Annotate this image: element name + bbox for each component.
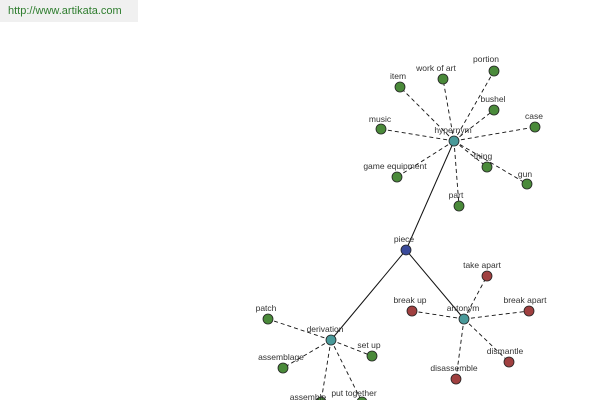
hub-hypernym[interactable]: hypernym	[434, 125, 472, 147]
node-assemblage-dot[interactable]	[277, 362, 289, 374]
node-work-of-art[interactable]: work of art	[415, 63, 456, 85]
edge-hypernym-thing	[453, 140, 488, 168]
node-portion-dot[interactable]	[488, 65, 500, 77]
graph-edges	[267, 70, 536, 400]
node-part-label: part	[449, 190, 464, 200]
node-break-up-dot[interactable]	[406, 305, 418, 317]
node-dismantle[interactable]: dismantle	[487, 346, 524, 368]
node-take-apart-label: take apart	[463, 260, 501, 270]
node-music-dot[interactable]	[375, 123, 387, 135]
edge-hypernym-work-of-art	[442, 78, 455, 142]
hub-antonym-label: antonym	[447, 303, 480, 313]
edge-antonym-take-apart	[463, 275, 488, 320]
node-break-apart-dot[interactable]	[523, 305, 535, 317]
node-assemble[interactable]: assemble	[290, 392, 327, 400]
node-portion-label: portion	[473, 54, 499, 64]
edge-antonym	[405, 249, 465, 320]
edge-derivation-put-together	[330, 339, 362, 400]
edge-hypernym-part	[453, 140, 460, 207]
node-thing-dot[interactable]	[481, 161, 493, 173]
node-set-up-label: set up	[357, 340, 380, 350]
node-bushel-label: bushel	[480, 94, 505, 104]
center-node-piece-label: piece	[394, 234, 415, 244]
node-item[interactable]: item	[390, 71, 406, 93]
node-work-of-art-label: work of art	[415, 63, 456, 73]
edge-derivation-assemblage	[282, 339, 332, 369]
edge-derivation-set-up	[330, 339, 373, 357]
node-music[interactable]: music	[369, 114, 392, 135]
edge-hypernym-item	[399, 86, 455, 142]
node-part-dot[interactable]	[453, 200, 465, 212]
node-put-together-dot[interactable]	[356, 396, 368, 400]
edge-hypernym-music	[380, 128, 455, 142]
hub-hypernym-label: hypernym	[434, 125, 471, 135]
site-banner: http://www.artikata.com	[0, 0, 138, 22]
node-bushel-dot[interactable]	[488, 104, 500, 116]
node-item-label: item	[390, 71, 406, 81]
node-part[interactable]: part	[449, 190, 465, 212]
hub-derivation[interactable]: derivation	[307, 324, 344, 346]
node-game-equipment-label: game equipment	[363, 161, 427, 171]
edge-hypernym	[405, 140, 455, 251]
node-put-together-label: put together	[331, 388, 377, 398]
edge-derivation	[330, 249, 407, 341]
node-take-apart-dot[interactable]	[481, 270, 493, 282]
node-game-equipment[interactable]: game equipment	[363, 161, 427, 183]
center-node-piece-dot[interactable]	[400, 244, 412, 256]
node-game-equipment-dot[interactable]	[391, 171, 403, 183]
node-break-up[interactable]: break up	[393, 295, 427, 317]
node-disassemble-label: disassemble	[430, 363, 478, 373]
node-case-label: case	[525, 111, 543, 121]
graph-nodes: item work of art portion bushel case music gam…	[256, 54, 548, 400]
edge-hypernym-game-equipment	[396, 140, 455, 178]
node-thing-label: thing	[474, 151, 493, 161]
node-assemble-label: assemble	[290, 392, 327, 400]
edge-antonym-break-apart	[463, 310, 530, 320]
node-case[interactable]: case	[525, 111, 543, 133]
node-bushel[interactable]: bushel	[480, 94, 506, 116]
node-music-label: music	[369, 114, 392, 124]
node-dismantle-dot[interactable]	[503, 356, 515, 368]
node-patch[interactable]: patch	[256, 303, 277, 325]
node-dismantle-label: dismantle	[487, 346, 524, 356]
node-portion[interactable]: portion	[473, 54, 500, 77]
node-gun[interactable]: gun	[518, 169, 533, 190]
edge-antonym-dismantle	[463, 318, 510, 363]
site-link[interactable]: http://www.artikata.com	[8, 5, 122, 17]
node-assemblage[interactable]: assemblage	[258, 352, 304, 374]
hub-derivation-label: derivation	[307, 324, 344, 334]
edge-hypernym-gun	[453, 140, 528, 185]
node-break-apart[interactable]: break apart	[504, 295, 548, 317]
node-case-dot[interactable]	[529, 121, 541, 133]
node-break-apart-label: break apart	[504, 295, 548, 305]
hub-antonym[interactable]: antonym	[447, 303, 480, 325]
node-assemblage-label: assemblage	[258, 352, 304, 362]
node-disassemble[interactable]: disassemble	[430, 363, 478, 385]
node-work-of-art-dot[interactable]	[437, 73, 449, 85]
node-disassemble-dot[interactable]	[450, 373, 462, 385]
node-gun-label: gun	[518, 169, 532, 179]
node-patch-label: patch	[256, 303, 277, 313]
node-set-up[interactable]: set up	[357, 340, 381, 362]
node-assemble-dot[interactable]	[315, 396, 327, 400]
edge-antonym-disassemble	[455, 318, 465, 380]
node-item-dot[interactable]	[394, 81, 406, 93]
hub-derivation-dot[interactable]	[325, 334, 337, 346]
node-thing[interactable]: thing	[474, 151, 493, 173]
edge-hypernym-bushel	[453, 109, 495, 142]
node-put-together[interactable]: put together	[331, 388, 377, 400]
node-set-up-dot[interactable]	[366, 350, 378, 362]
hub-hypernym-dot[interactable]	[448, 135, 460, 147]
edge-derivation-assemble	[320, 339, 332, 400]
node-take-apart[interactable]: take apart	[463, 260, 502, 282]
edge-antonym-break-up	[411, 310, 465, 320]
node-patch-dot[interactable]	[262, 313, 274, 325]
hub-antonym-dot[interactable]	[458, 313, 470, 325]
node-break-up-label: break up	[393, 295, 426, 305]
center-node-piece[interactable]: piece	[394, 234, 415, 256]
node-gun-dot[interactable]	[521, 178, 533, 190]
